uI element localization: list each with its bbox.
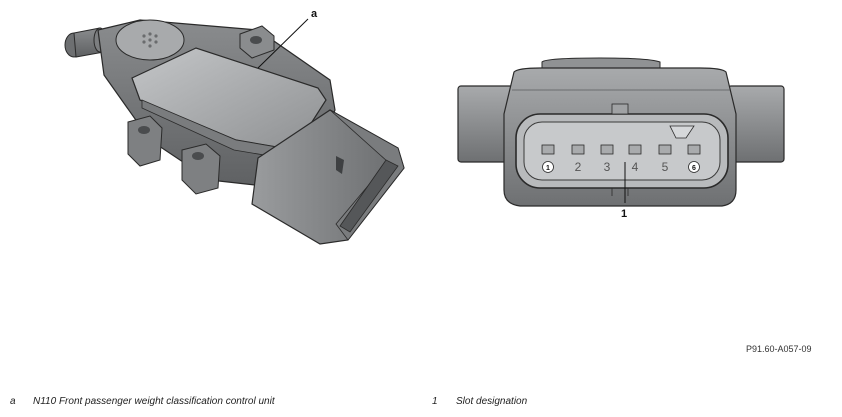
pin-cavities [541, 144, 701, 155]
legend-key: 1 [432, 396, 438, 407]
pin-cavity-3 [600, 144, 614, 155]
pin-number-2: 2 [575, 160, 582, 174]
pin-number-6: 6 [692, 165, 696, 172]
connector-plug [251, 109, 405, 245]
pin-cavity-6 [687, 144, 701, 155]
pin-number-4: 4 [632, 160, 639, 174]
pin-number-3: 3 [604, 160, 611, 174]
legend-key: a [10, 396, 16, 407]
vent-holes [142, 32, 158, 48]
sensor-housing-isometric [64, 19, 405, 245]
mounting-lug-bottom [181, 143, 221, 195]
callout-1-label: 1 [621, 208, 627, 220]
legend-text: N110 Front passenger weight classificati… [33, 396, 275, 407]
connector-front-view: 1 2 3 4 5 6 [457, 57, 785, 207]
legend-text: Slot designation [456, 396, 528, 407]
pin-cavity-5 [658, 144, 672, 155]
mounting-lug-top [239, 25, 275, 59]
pin-cavity-4 [628, 144, 642, 155]
figure-reference: P91.60-A057-09 [746, 344, 812, 354]
callout-1: 1 [621, 162, 627, 220]
pin-cavity-1 [541, 144, 555, 155]
pin-cavity-2 [571, 144, 585, 155]
mounting-lug-bottom-left [127, 115, 163, 167]
callout-a: a [257, 8, 318, 69]
pin-number-1: 1 [546, 165, 550, 172]
pin-number-5: 5 [662, 160, 669, 174]
callout-a-label: a [311, 8, 318, 20]
pin-numbers: 1 2 3 4 5 6 [542, 160, 700, 174]
